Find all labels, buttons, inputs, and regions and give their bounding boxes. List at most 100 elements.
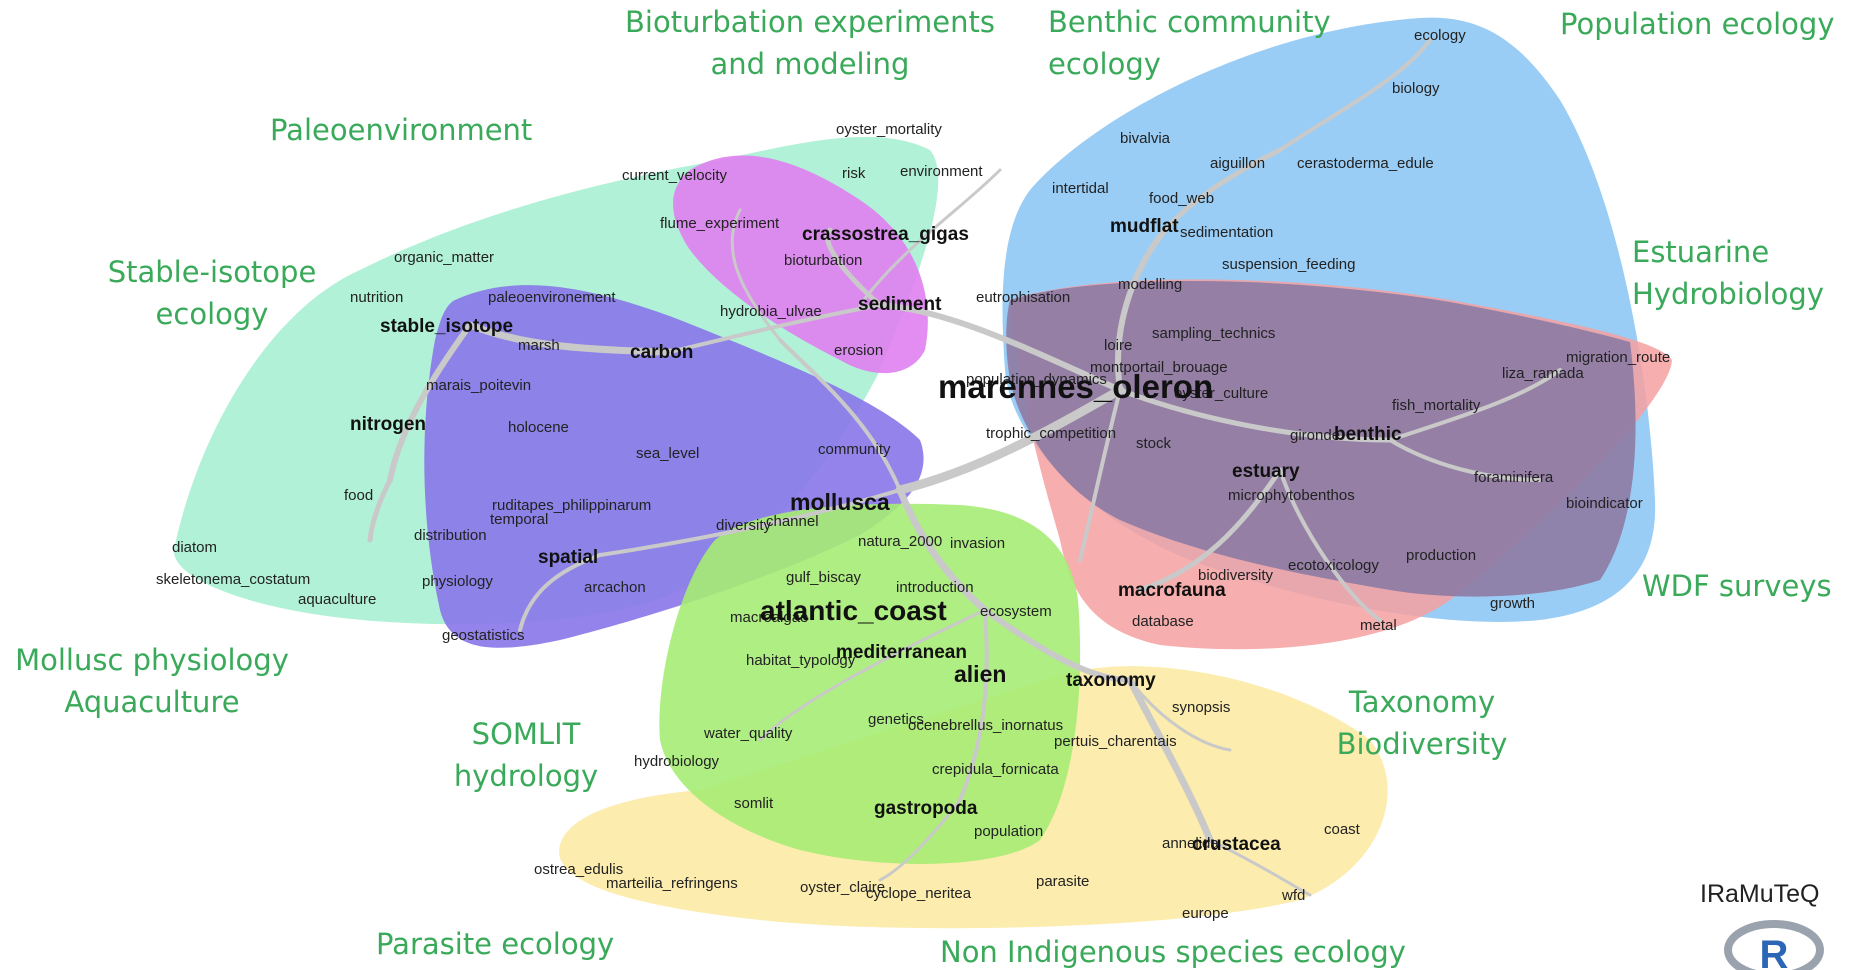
term-aquaculture: aquaculture xyxy=(298,591,376,608)
software-credit: IRaMuTeQ R xyxy=(1700,880,1824,970)
term-skeletonema-costatum: skeletonema_costatum xyxy=(156,571,310,588)
term-environment: environment xyxy=(900,163,983,180)
term-distribution: distribution xyxy=(414,527,487,544)
term-sedimentation: sedimentation xyxy=(1180,224,1273,241)
term-gastropoda: gastropoda xyxy=(874,798,978,819)
term-montportail-brouage: montportail_brouage xyxy=(1090,359,1228,376)
term-spatial: spatial xyxy=(538,547,598,568)
term-bivalvia: bivalvia xyxy=(1120,130,1171,147)
term-biology: biology xyxy=(1392,80,1440,97)
term-sediment: sediment xyxy=(858,294,942,315)
term-water-quality: water_quality xyxy=(703,725,793,742)
term-fish-mortality: fish_mortality xyxy=(1392,397,1481,414)
term-aiguillon: aiguillon xyxy=(1210,155,1265,172)
term-holocene: holocene xyxy=(508,419,569,436)
term-parasite: parasite xyxy=(1036,873,1089,890)
term-liza-ramada: liza_ramada xyxy=(1502,365,1584,382)
term-ruditapes-philippinarum: ruditapes_philippinarum xyxy=(492,497,651,514)
term-europe: europe xyxy=(1182,905,1229,922)
term-atlantic-coast: atlantic_coast xyxy=(760,595,947,626)
term-marennes-oleron: marennes_oleron xyxy=(938,368,1213,405)
r-logo-letter: R xyxy=(1760,933,1789,970)
term-stock: stock xyxy=(1136,435,1172,452)
cluster-purple-hull xyxy=(673,155,928,374)
term-food-web: food_web xyxy=(1149,190,1214,207)
term-modelling: modelling xyxy=(1118,276,1182,293)
term-ocenebrellus-inornatus: ocenebrellus_inornatus xyxy=(908,717,1063,734)
term-flume-experiment: flume_experiment xyxy=(660,215,780,232)
term-macrofauna: macrofauna xyxy=(1118,580,1226,601)
term-crustacea: crustacea xyxy=(1192,834,1281,855)
software-name: IRaMuTeQ xyxy=(1700,880,1819,908)
term-hydrobia-ulvae: hydrobia_ulvae xyxy=(720,303,822,320)
term-biodiversity: biodiversity xyxy=(1198,567,1274,584)
term-mollusca: mollusca xyxy=(790,489,890,515)
term-growth: growth xyxy=(1490,595,1535,612)
term-sampling-technics: sampling_technics xyxy=(1152,325,1275,342)
theme-parasite-label: Parasite ecology xyxy=(376,927,614,961)
term-hydrobiology: hydrobiology xyxy=(634,753,720,770)
term-mudflat: mudflat xyxy=(1110,216,1179,237)
term-ecosystem: ecosystem xyxy=(980,603,1052,620)
term-ostrea-edulis: ostrea_edulis xyxy=(534,861,623,878)
term-stable-isotope: stable_isotope xyxy=(380,316,513,337)
theme-nis-label: Non Indigenous species ecology xyxy=(940,935,1406,969)
term-marsh: marsh xyxy=(518,337,560,354)
term-intertidal: intertidal xyxy=(1052,180,1109,197)
term-marais-poitevin: marais_poitevin xyxy=(426,377,531,394)
term-taxonomy: taxonomy xyxy=(1066,670,1156,691)
term-habitat-typology: habitat_typology xyxy=(746,652,856,669)
term-cyclope-neritea: cyclope_neritea xyxy=(866,885,972,902)
theme-wdf-label: WDF surveys xyxy=(1642,569,1832,603)
term-oyster-mortality: oyster_mortality xyxy=(836,121,942,138)
term-marteilia-refringens: marteilia_refringens xyxy=(606,875,738,892)
term-nitrogen: nitrogen xyxy=(350,414,426,435)
term-natura-2000: natura_2000 xyxy=(858,533,942,550)
term-oyster-culture: oyster_culture xyxy=(1174,385,1268,402)
cluster-hulls xyxy=(173,17,1672,929)
term-ecology: ecology xyxy=(1414,27,1466,44)
term-wfd: wfd xyxy=(1281,887,1305,904)
term-database: database xyxy=(1132,613,1194,630)
term-nutrition: nutrition xyxy=(350,289,403,306)
term-microphytobenthos: microphytobenthos xyxy=(1228,487,1355,504)
r-logo-icon: R xyxy=(1724,920,1824,970)
term-diatom: diatom xyxy=(172,539,217,556)
term-metal: metal xyxy=(1360,617,1397,634)
term-introduction: introduction xyxy=(896,579,974,596)
term-foraminifera: foraminifera xyxy=(1474,469,1554,486)
term-bioindicator: bioindicator xyxy=(1566,495,1643,512)
term-gulf-biscay: gulf_biscay xyxy=(786,569,862,586)
term-oyster-claire: oyster_claire xyxy=(800,879,885,896)
term-estuary: estuary xyxy=(1232,461,1300,482)
term-synopsis: synopsis xyxy=(1172,699,1230,716)
term-food: food xyxy=(344,487,373,504)
term-temporal: temporal xyxy=(490,511,548,528)
graph-terms: ecology biology bivalvia aiguillon ceras… xyxy=(156,27,1670,922)
term-pertuis-charentais: pertuis_charentais xyxy=(1054,733,1177,750)
term-benthic: benthic xyxy=(1334,424,1402,445)
term-annelida: annelida xyxy=(1162,835,1219,852)
term-migration-route: migration_route xyxy=(1566,349,1670,366)
term-bioturbation: bioturbation xyxy=(784,252,862,269)
term-trophic-competition: trophic_competition xyxy=(986,425,1116,442)
term-erosion: erosion xyxy=(834,342,883,359)
term-invasion: invasion xyxy=(950,535,1005,552)
theme-population-label: Population ecology xyxy=(1560,7,1834,41)
term-sea-level: sea_level xyxy=(636,445,699,462)
term-population-dynamics: population_dynamics xyxy=(966,371,1107,388)
term-current-velocity: current_velocity xyxy=(622,167,728,184)
term-somlit: somlit xyxy=(734,795,774,812)
term-diversity: diversity xyxy=(716,517,772,534)
term-genetics: genetics xyxy=(868,711,924,728)
term-coast: coast xyxy=(1324,821,1361,838)
term-eutrophisation: eutrophisation xyxy=(976,289,1070,306)
